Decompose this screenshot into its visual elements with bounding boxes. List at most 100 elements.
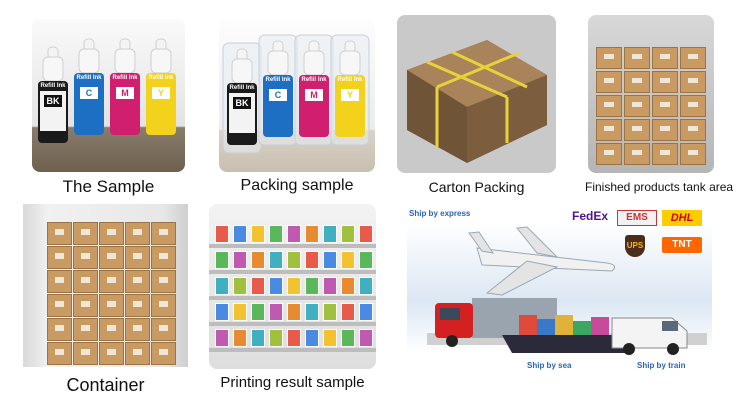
printed-photo (359, 225, 373, 243)
printed-photo (251, 303, 265, 321)
printed-photo (251, 225, 265, 243)
carton-box (99, 318, 124, 341)
carton-box (151, 342, 176, 365)
carton-box (624, 47, 650, 69)
printed-photo (233, 329, 247, 347)
carton-box (125, 342, 150, 365)
printed-photo (359, 277, 373, 295)
printed-photo (215, 329, 229, 347)
printed-photo (323, 225, 337, 243)
carton-box (125, 294, 150, 317)
printed-photo (287, 277, 301, 295)
bottle-color-code: Y (347, 90, 353, 100)
carton-box (151, 246, 176, 269)
carton-packing-photo (397, 15, 556, 173)
carton-box (652, 47, 678, 69)
ship-by-express-label: Ship by express (409, 209, 471, 218)
display-shelf (209, 348, 376, 352)
printed-photo (251, 277, 265, 295)
bottle-color-code: M (310, 90, 318, 100)
carton-box (47, 342, 72, 365)
printing-result-photo (209, 204, 376, 369)
carton-box (99, 294, 124, 317)
printed-photo (215, 225, 229, 243)
bottle-color-code: Y (158, 88, 164, 98)
printed-photo (341, 225, 355, 243)
printed-photo (341, 251, 355, 269)
caption-carton-packing: Carton Packing (428, 179, 525, 195)
printed-photo (359, 303, 373, 321)
printed-photo (305, 277, 319, 295)
bottle-label-text: Refill Ink (265, 77, 291, 83)
bottle-color-code: C (86, 88, 93, 98)
ups-logo: UPS (625, 235, 645, 257)
printed-photo (323, 303, 337, 321)
carton-box (680, 143, 706, 165)
printed-photo (269, 225, 283, 243)
printed-photo (341, 303, 355, 321)
printed-photo (287, 251, 301, 269)
ship-by-train-label: Ship by train (637, 361, 686, 370)
bottle-label-text: Refill Ink (40, 83, 66, 89)
carton-box (652, 71, 678, 93)
carton-box (596, 95, 622, 117)
bottle-label-text: Refill Ink (148, 75, 174, 81)
bottle-label-text: Refill Ink (337, 77, 363, 83)
warehouse-photo (588, 15, 714, 173)
bottle-label-text: Refill Ink (76, 75, 102, 81)
airplane-icon (468, 226, 616, 296)
fedex-logo: FedEx (572, 209, 608, 223)
printed-photo (359, 329, 373, 347)
carton-box (73, 246, 98, 269)
carton-box (151, 222, 176, 245)
bottle-color-code: M (121, 88, 129, 98)
carton-box (680, 47, 706, 69)
carton-box (624, 119, 650, 141)
carton-box (99, 342, 124, 365)
carton-box (73, 294, 98, 317)
display-shelf (209, 322, 376, 326)
printed-photo (269, 303, 283, 321)
caption-container: Container (66, 375, 145, 395)
carton-box (596, 143, 622, 165)
carton-box (99, 246, 124, 269)
display-shelf (209, 296, 376, 300)
carton-box (125, 270, 150, 293)
carton-box (151, 270, 176, 293)
carton-box (73, 222, 98, 245)
carton-box (680, 119, 706, 141)
carton-box (47, 294, 72, 317)
carton-box (47, 222, 72, 245)
printed-photo (323, 329, 337, 347)
carton-box (73, 270, 98, 293)
printed-photo (269, 251, 283, 269)
printed-photo (233, 251, 247, 269)
printed-photo (215, 303, 229, 321)
printed-photo (305, 329, 319, 347)
printed-photo (215, 277, 229, 295)
carton-box (125, 222, 150, 245)
carton-box (652, 119, 678, 141)
printed-photo (215, 251, 229, 269)
ship-by-sea-label: Ship by sea (527, 361, 572, 370)
printed-photo (251, 251, 265, 269)
printed-photo (233, 303, 247, 321)
carton-box (624, 143, 650, 165)
printed-photo (269, 329, 283, 347)
carton-box (73, 342, 98, 365)
transport-illustration (407, 223, 712, 355)
bottle-color-code: BK (47, 96, 60, 106)
bottle-label-text: Refill Ink (229, 85, 255, 91)
caption-sample: The Sample (62, 177, 155, 196)
printed-photo (233, 277, 247, 295)
bottle-color-code: C (275, 90, 282, 100)
carton-box (73, 318, 98, 341)
carton-box (680, 71, 706, 93)
fedex-logo-text: FedEx (572, 209, 609, 223)
